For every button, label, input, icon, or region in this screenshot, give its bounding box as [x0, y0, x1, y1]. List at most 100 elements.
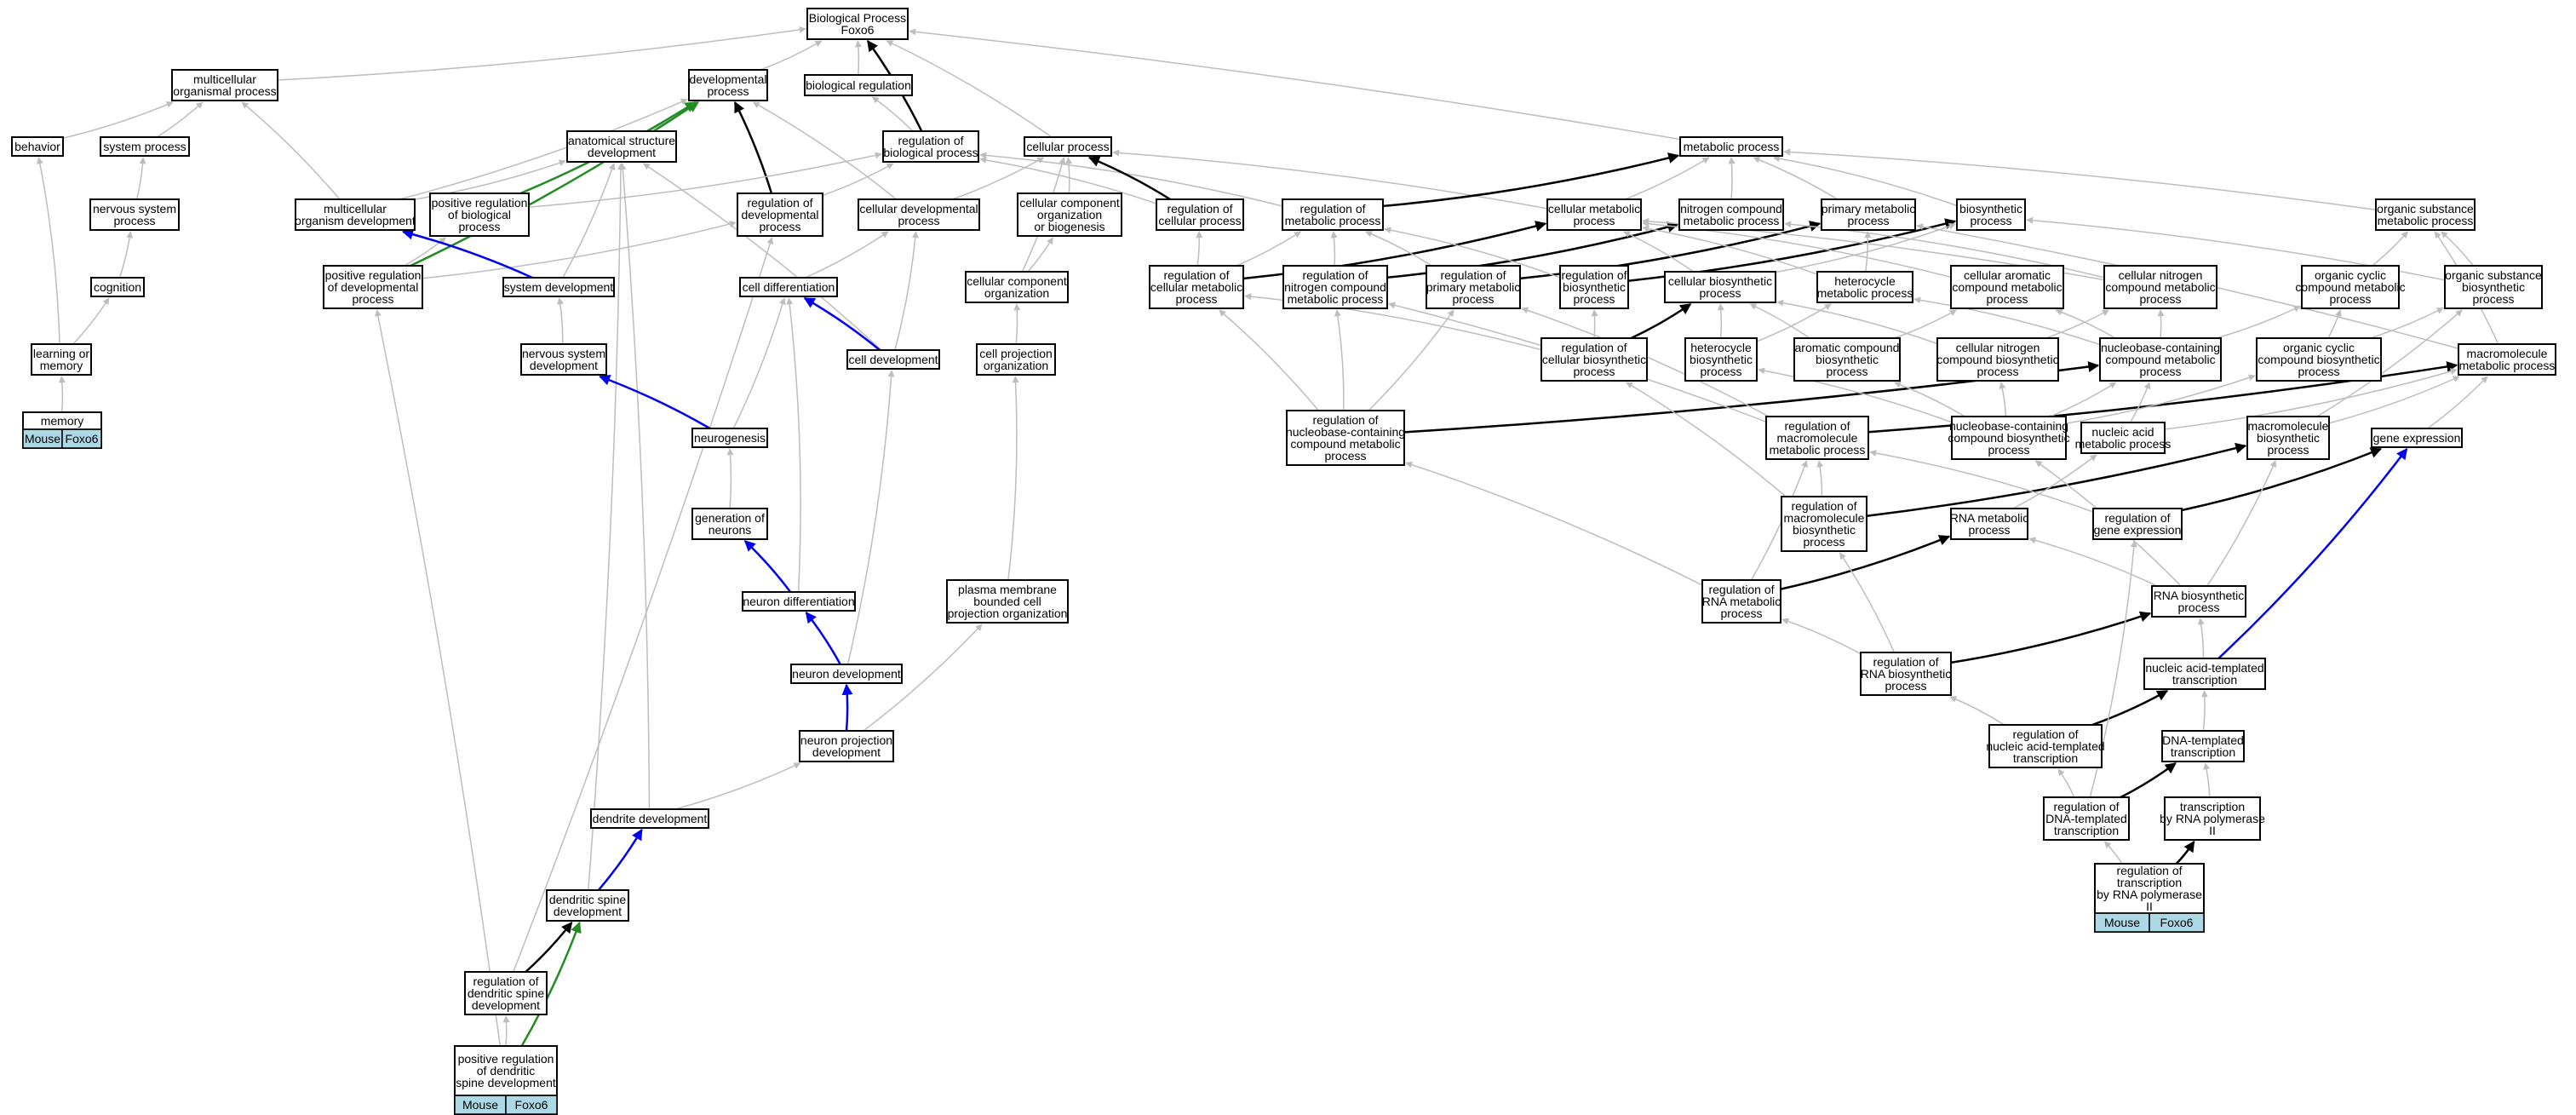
term-label: process [2329, 292, 2371, 306]
go-term-beh[interactable]: behavior [11, 136, 64, 157]
term-label: aromatic compound [1795, 341, 1900, 354]
go-term-regmbp[interactable]: regulation ofmacromoleculebiosyntheticpr… [1781, 496, 1867, 552]
term-label: neurogenesis [694, 431, 766, 445]
term-box [799, 730, 894, 762]
go-term-geneexp[interactable]: gene expression [2371, 428, 2463, 448]
term-label: gene expression [2373, 431, 2461, 445]
go-term-cp[interactable]: cellular process [1024, 136, 1112, 157]
edge-cmp-to-cp [1112, 149, 1548, 210]
go-term-celldiff[interactable]: cell differentiation [739, 277, 838, 297]
go-term-neurdev[interactable]: neuron development [790, 664, 903, 684]
go-term-cog[interactable]: cognition [90, 277, 145, 297]
edge-mbp-to-mmp [2328, 376, 2460, 424]
term-label: behavior [14, 140, 60, 153]
go-term-regnbcmp[interactable]: regulation ofnucleobase-containingcompou… [1286, 410, 1405, 466]
term-box [1679, 136, 1783, 157]
go-term-breg[interactable]: biological regulation [804, 74, 913, 96]
edge-regtrnap2-to-trnap2 [2175, 840, 2195, 865]
term-label: organic substance [2377, 202, 2474, 216]
go-term-sysdev[interactable]: system development [502, 277, 615, 297]
term-label: process [1700, 365, 1741, 378]
edge-reggene-to-regmmp [1869, 450, 2094, 513]
go-term-neurog[interactable]: neurogenesis [691, 428, 768, 448]
term-label: cellular nitrogen [2119, 268, 2203, 282]
term-label: macromolecule [1777, 431, 1858, 445]
term-label: regulation of [1873, 655, 1938, 669]
go-term-dendev[interactable]: dendrite development [590, 808, 709, 829]
tag-label: Mouse [462, 1098, 498, 1112]
go-term-neurdiff[interactable]: neuron differentiation [742, 591, 856, 612]
go-term-sysp[interactable]: system process [100, 136, 190, 157]
term-box [546, 889, 629, 922]
term-label: cell differentiation [743, 280, 835, 294]
go-term-metp[interactable]: metabolic process [1679, 136, 1783, 157]
go-term-celldev[interactable]: cell development [846, 349, 940, 370]
tag-label: Mouse [25, 432, 60, 445]
term-label: compound metabolic [1290, 437, 1400, 451]
